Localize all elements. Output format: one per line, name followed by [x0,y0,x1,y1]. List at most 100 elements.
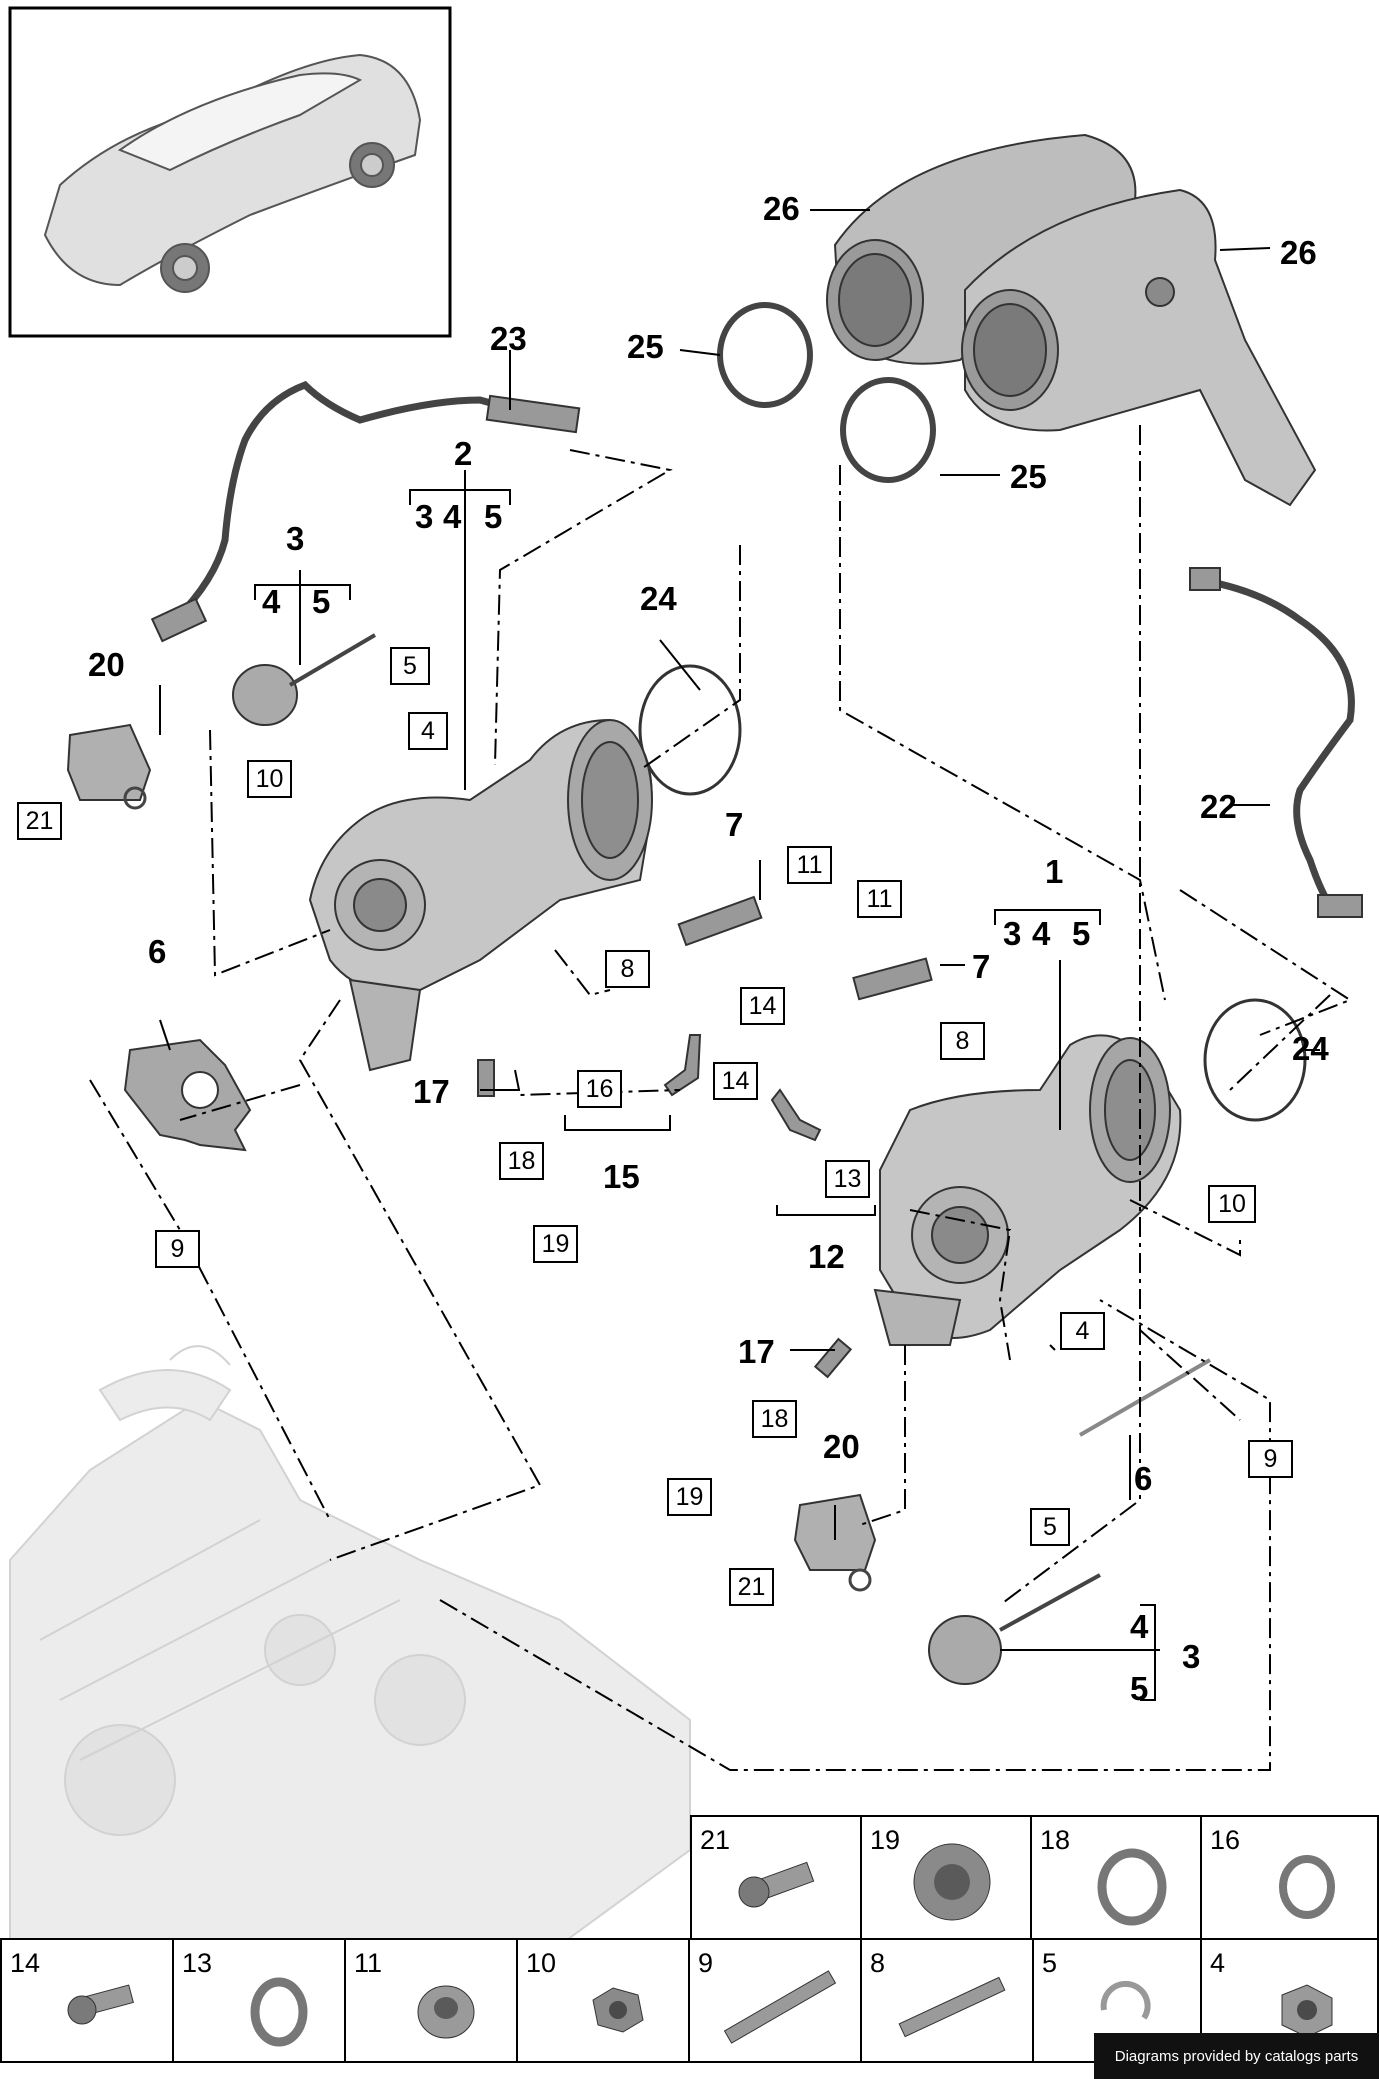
stud-7-left [677,895,763,947]
legend-label-18: 18 [1040,1825,1071,1855]
legend-cell-16: 16 [1200,1815,1379,1940]
valve-20-left [66,723,152,810]
callout-4-group2: 4 [443,498,462,535]
turbocharger-right [873,1034,1182,1346]
catalog-credit: Diagrams provided by catalogs parts [1094,2033,1379,2079]
plug-icon [913,1843,991,1921]
catalytic-converter-right [961,188,1317,507]
callout-6-left: 6 [148,933,167,970]
box-19-left: 19 [533,1225,578,1263]
box-14-upper: 14 [740,987,785,1025]
seal-ring-icon [1097,1848,1167,1926]
callout-15: 15 [603,1158,640,1195]
legend-cell-18: 18 [1030,1815,1202,1940]
wastegate-actuator-right [928,1573,1101,1685]
callout-4-group3: 4 [262,583,281,620]
turbocharger-left [308,718,653,1072]
box-8-left: 8 [605,950,650,988]
gasket-24-left [638,664,742,796]
box-4-right: 4 [1060,1312,1105,1350]
fitting-17-left [477,1059,495,1097]
vehicle-thumbnail-frame [8,6,452,338]
wastegate-actuator-left [232,633,377,726]
gasket-6-right-edge [1079,1358,1211,1437]
legend-label-5: 5 [1042,1948,1058,1978]
callout-22: 22 [1200,788,1237,825]
callout-24-right: 24 [1292,1030,1329,1067]
gasket-24-right [1203,998,1307,1122]
callout-6-right: 6 [1134,1460,1153,1497]
legend-cell-21: 21 [690,1815,862,1940]
callout-26-left: 26 [763,190,800,227]
clamp-lower [840,377,936,483]
callout-4-group3-right: 4 [1130,1608,1149,1645]
callout-17-left: 17 [413,1073,450,1110]
retaining-clip-icon [1100,1980,1151,2020]
callout-1: 1 [1045,853,1064,890]
box-21-right: 21 [729,1568,774,1606]
legend-label-4: 4 [1210,1948,1226,1978]
callout-20-right: 20 [823,1428,860,1465]
legend-label-9: 9 [698,1948,714,1978]
callout-17-right: 17 [738,1333,775,1370]
legend-label-19: 19 [870,1825,901,1855]
callout-5-group3-right: 5 [1130,1670,1149,1707]
legend-cell-14: 14 [0,1938,174,2063]
box-11-left: 11 [787,846,832,884]
flange-nut-icon [417,1985,475,2039]
seal-ring-icon [1279,1855,1335,1919]
oxygen-sensor-23-cable [172,380,571,623]
legend-label-21: 21 [700,1825,731,1855]
legend-cell-8: 8 [860,1938,1034,2063]
box-14-lower: 14 [713,1062,758,1100]
stud-7-right [852,957,933,1001]
vehicle-thumbnail-car [43,53,422,293]
callout-25-upper: 25 [627,328,664,365]
box-10-right: 10 [1208,1185,1256,1223]
oxygen-sensor-22-body [1189,567,1221,591]
box-18-right: 18 [752,1400,797,1438]
box-10-left: 10 [247,760,292,798]
callout-7-right: 7 [972,948,991,985]
legend-label-14: 14 [10,1948,41,1978]
callout-20-left: 20 [88,646,125,683]
callout-12: 12 [808,1238,845,1275]
group-brackets [254,489,1156,1701]
legend-label-8: 8 [870,1948,886,1978]
routing-lines [89,425,1353,1771]
legend-cell-19: 19 [860,1815,1032,1940]
box-9-right: 9 [1248,1440,1293,1478]
box-5-left: 5 [390,647,430,685]
callout-7-left: 7 [725,806,744,843]
callout-23: 23 [490,320,527,357]
box-5-right: 5 [1030,1508,1070,1546]
legend-label-11: 11 [354,1948,383,1978]
callout-5-group2: 5 [484,498,503,535]
clamp-upper [717,302,813,408]
seal-ring-icon [250,1977,308,2047]
oxygen-sensor-22-cable [1199,576,1355,907]
stud-icon [898,1976,1006,2038]
hex-nut-icon [1281,1984,1333,2038]
fitting-17-right [813,1337,853,1379]
legend-cell-10: 10 [516,1938,690,2063]
bolt-icon [67,1984,134,2025]
stud-icon [723,1970,837,2044]
callout-3-group1: 3 [1003,915,1022,952]
box-11-right: 11 [857,880,902,918]
oxygen-sensor-22-plug [1317,894,1363,918]
box-9-left: 9 [155,1230,200,1268]
box-16: 16 [577,1070,622,1108]
box-4-left: 4 [408,712,448,750]
box-19-right: 19 [667,1478,712,1516]
legend-cell-13: 13 [172,1938,346,2063]
callout-3-group2: 3 [415,498,434,535]
fitting-15 [663,1034,702,1097]
box-8-right: 8 [940,1022,985,1060]
callout-3-left: 3 [286,520,305,557]
legend-label-13: 13 [182,1948,213,1978]
engine-ghost [9,1345,691,1946]
callout-5-group1: 5 [1072,915,1091,952]
